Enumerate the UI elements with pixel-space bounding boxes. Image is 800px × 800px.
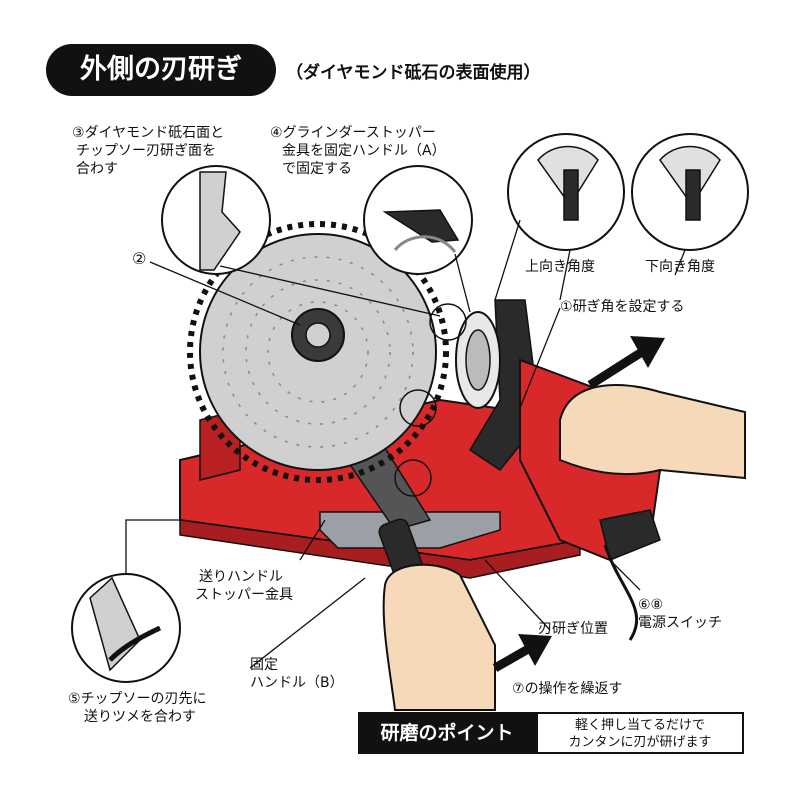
step7-number: ⑦ <box>512 681 525 697</box>
step5-line1: チップソーの刃先に <box>80 691 207 707</box>
key-point-box: 軽く押し当てるだけで カンタンに刃が研げます <box>536 712 744 754</box>
callout-step1: ①研ぎ角を設定する <box>560 298 685 316</box>
callout-step4: ④グラインダーストッパー 金具を固定ハンドル（A） で固定する <box>270 124 446 178</box>
right-hand <box>559 384 746 480</box>
step4-line1: グラインダーストッパー <box>282 125 436 141</box>
label-angle-up: 上向き角度 <box>525 259 595 275</box>
machine-base-front <box>179 519 581 579</box>
key-point-line1: 軽く押し当てるだけで <box>574 718 705 733</box>
grinding-wheel <box>455 311 501 409</box>
callout-step68: ⑥⑧ 電源スイッチ <box>638 596 722 632</box>
fixed-handle-line2: ハンドル（B） <box>250 675 344 691</box>
subtitle: （ダイヤモンド砥石の表面使用） <box>286 63 541 83</box>
feed-handle-line2: ストッパー金具 <box>195 587 293 603</box>
fixed-handle-line1: 固定 <box>250 657 278 673</box>
step1-number: ① <box>560 299 573 315</box>
callout-fixed-handle: 固定 ハンドル（B） <box>250 656 344 692</box>
step5-line2: 送りツメを合わす <box>84 709 196 725</box>
step4-number: ④ <box>270 125 283 141</box>
label-angle-down: 下向き角度 <box>645 259 715 275</box>
step3-line2: チップソー刃研ぎ面を <box>76 143 216 159</box>
callout-step5: ⑤チップソーの刃先に 送りツメを合わす <box>68 690 207 726</box>
inset-blade-tip <box>161 165 271 275</box>
step4-line2: 金具を固定ハンドル（A） <box>282 143 446 159</box>
focus-circle-low <box>394 459 432 497</box>
feed-handle-line1: 送りハンドル <box>199 569 283 585</box>
step1-text: 研ぎ角を設定する <box>572 299 685 315</box>
page-title: 外側の刃研ぎ <box>80 54 242 85</box>
step7-text: の操作を繰返す <box>524 681 623 697</box>
step68-number: ⑥⑧ <box>638 597 664 613</box>
callout-feed-handle: 送りハンドル ストッパー金具 <box>195 568 293 604</box>
step3-line3: 合わす <box>76 161 118 177</box>
focus-circle-mid <box>399 389 437 427</box>
step3-number: ③ <box>72 125 85 141</box>
inset-feed-claw <box>71 573 181 683</box>
callout-step3: ③ダイヤモンド砥石面と チップソー刃研ぎ面を 合わす <box>72 124 224 178</box>
label-sharpen-position: 刃研ぎ位置 <box>538 621 608 637</box>
inset-stopper-clamp <box>363 165 473 275</box>
left-hand <box>382 563 496 711</box>
arrow-push-forward <box>587 336 665 389</box>
key-point-line2: カンタンに刃が研げます <box>568 735 712 750</box>
inset-angle-up <box>507 133 625 251</box>
callout-step2: ② <box>132 249 147 268</box>
leader-lines <box>125 219 686 669</box>
step5-number: ⑤ <box>68 691 81 707</box>
step68-text: 電源スイッチ <box>638 615 722 631</box>
step4-line3: で固定する <box>282 161 352 177</box>
step3-line1: ダイヤモンド砥石面と <box>84 125 225 141</box>
focus-circle-top <box>429 303 467 341</box>
inset-angle-down <box>631 133 749 251</box>
callout-step7: ⑦の操作を繰返す <box>512 680 623 698</box>
title-badge: 外側の刃研ぎ <box>46 44 276 96</box>
key-point-label: 研磨のポイント <box>358 712 536 754</box>
chip-saw-blade <box>187 221 449 483</box>
arrow-feed <box>492 634 552 672</box>
